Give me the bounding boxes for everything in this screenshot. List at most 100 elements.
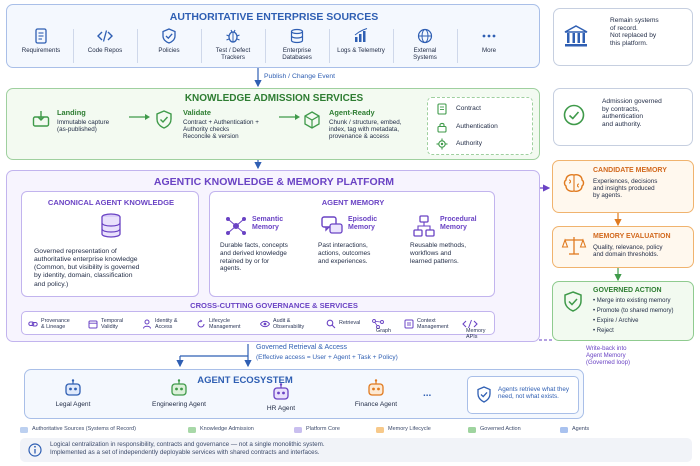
database-icon — [290, 28, 304, 44]
gov-label: Graph — [376, 328, 391, 334]
contract-icon — [437, 103, 447, 115]
legend-swatch — [376, 427, 384, 433]
procedural-desc: Reusable methods, workflows and learned … — [410, 242, 467, 265]
agent-ecosystem: AGENT ECOSYSTEM Legal Agent Engineering … — [24, 369, 584, 419]
episodic-chat-icon — [321, 216, 343, 234]
gov-label: Identity & Access — [155, 318, 178, 331]
eye-icon — [260, 320, 270, 328]
divider — [457, 29, 458, 63]
source-code-repos: Code Repos — [77, 27, 133, 55]
action-item-text: Promote (to shared memory) — [596, 308, 674, 314]
semantic-network-icon — [226, 217, 246, 235]
platform-title: AGENTIC KNOWLEDGE & MEMORY PLATFORM — [153, 176, 395, 188]
governance-title: CROSS-CUTTING GOVERNANCE & SERVICES — [190, 301, 358, 310]
search-icon — [326, 319, 336, 329]
bar-chart-icon — [354, 28, 368, 42]
evaluation-desc: Quality, relevance, policy and domain th… — [593, 244, 663, 259]
source-label: Requirements — [21, 47, 61, 54]
canonical-knowledge: CANONICAL AGENT KNOWLEDGE Governed repre… — [21, 191, 199, 297]
gov-label: Temporal Validity — [101, 318, 124, 331]
cycle-icon — [197, 319, 205, 328]
footer: Logical centralization in responsibility… — [20, 438, 692, 462]
gov-label: Provenance & Lineage — [41, 318, 70, 331]
legend-label: Governed Action — [480, 426, 521, 432]
episodic-desc: Past interactions, actions, outcomes and… — [318, 242, 371, 265]
check-contract: Contract — [456, 105, 481, 112]
step-agent-ready-title: Agent-Ready — [329, 108, 375, 117]
ecosystem-title: AGENT ECOSYSTEM — [197, 375, 293, 386]
bank-icon — [564, 25, 588, 47]
agent-label: Engineering Agent — [152, 401, 206, 408]
check-authentication: Authentication — [456, 123, 498, 130]
agent-finance[interactable]: Finance Agent — [341, 378, 411, 408]
ecosystem-note-text: Agents retrieve what they need, not what… — [498, 386, 570, 401]
shield-check-icon — [162, 28, 176, 44]
agent-legal[interactable]: Legal Agent — [43, 378, 103, 408]
legend-swatch — [188, 427, 196, 433]
cube-icon — [304, 111, 320, 129]
document-icon — [35, 28, 47, 44]
more-icon — [482, 34, 496, 38]
sources-note: Remain systems of record. Not replaced b… — [553, 8, 693, 66]
procedural-title: Procedural Memory — [440, 216, 477, 232]
link-icon — [28, 321, 38, 327]
shield-check-icon — [564, 291, 582, 312]
calendar-icon — [88, 320, 98, 329]
admission-title: KNOWLEDGE ADMISSION SERVICES — [184, 93, 364, 104]
agent-label: HR Agent — [266, 405, 296, 412]
footer-text: Logical centralization in responsibility… — [50, 441, 325, 457]
divider — [201, 29, 202, 63]
action-item: • Reject — [593, 328, 614, 334]
divider — [329, 29, 330, 63]
source-label: Enterprise Databases — [282, 47, 312, 61]
admission-note-text: Admission governed by contracts, authent… — [602, 98, 662, 128]
source-trackers: Test / Defect Trackers — [205, 27, 261, 62]
database-icon — [101, 213, 121, 238]
legend-swatch — [20, 427, 28, 433]
legend-label: Authoritative Sources (Systems of Record… — [32, 426, 136, 432]
robot-icon — [171, 379, 187, 396]
source-label: External Systems — [413, 47, 437, 61]
legend-swatch — [468, 427, 476, 433]
step-agent-ready-desc: Chunk / structure, embed, index, tag wit… — [329, 119, 402, 141]
canonical-title: CANONICAL AGENT KNOWLEDGE — [47, 198, 175, 207]
platform-panel: AGENTIC KNOWLEDGE & MEMORY PLATFORM CANO… — [6, 170, 540, 342]
graph-icon — [372, 319, 384, 329]
legend-label: Platform Core — [306, 426, 340, 432]
agent-engineering[interactable]: Engineering Agent — [139, 378, 219, 408]
memory-evaluation: MEMORY EVALUATION Quality, relevance, po… — [552, 226, 694, 268]
legend-label: Agents — [572, 426, 590, 432]
api-icon — [462, 319, 478, 329]
globe-icon — [417, 28, 433, 44]
legend-swatch — [560, 427, 568, 433]
legend-label: Memory Lifecycle — [388, 426, 431, 432]
action-item-text: Reject — [596, 328, 614, 334]
brain-icon — [563, 174, 585, 192]
robot-icon — [65, 379, 81, 396]
step-validate-desc: Contract + Authentication + Authority ch… — [183, 119, 259, 141]
source-policies: Policies — [141, 27, 197, 55]
bug-icon — [226, 29, 240, 43]
canonical-desc: Governed representation of authoritative… — [34, 248, 140, 288]
sources-title: AUTHORITATIVE ENTERPRISE SOURCES — [169, 11, 379, 23]
retrieval-desc: (Effective access = User + Agent + Task … — [256, 354, 398, 361]
gov-label: Lifecycle Management — [209, 318, 241, 331]
source-more: More — [461, 27, 517, 55]
context-icon — [404, 319, 414, 329]
ecosystem-note: Agents retrieve what they need, not what… — [467, 376, 579, 414]
evaluation-title: MEMORY EVALUATION — [593, 233, 671, 240]
check-circle-icon — [563, 104, 585, 126]
agent-memory-title: AGENT MEMORY — [321, 198, 385, 207]
gov-label: Audit & Observability — [273, 318, 305, 331]
action-item: • Expire / Archive — [593, 318, 639, 324]
procedural-flow-icon — [413, 215, 435, 237]
action-title: GOVERNED ACTION — [593, 287, 662, 294]
action-item-text: Expire / Archive — [596, 318, 639, 324]
check-authority: Authority — [456, 140, 483, 147]
gov-label: Retrieval — [339, 320, 361, 326]
source-label: Code Repos — [87, 47, 123, 54]
candidate-title: CANDIDATE MEMORY — [593, 167, 667, 174]
source-databases: Enterprise Databases — [269, 27, 325, 62]
source-label: Logs & Telemetry — [337, 47, 385, 54]
agent-hr[interactable]: HR Agent — [251, 382, 311, 412]
